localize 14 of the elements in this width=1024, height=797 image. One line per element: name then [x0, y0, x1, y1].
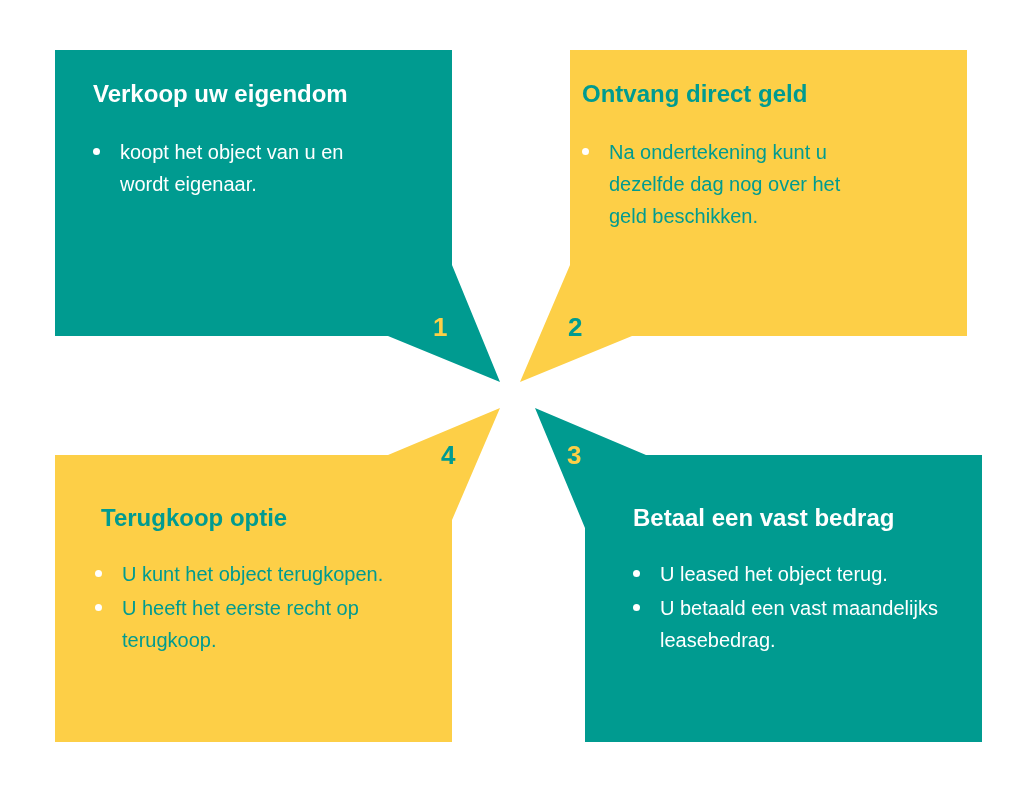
bullet-text: U heeft het eerste recht op terugkoop. — [122, 596, 360, 653]
step-number: 2 — [568, 312, 583, 343]
step-number: 4 — [441, 440, 456, 471]
bullet-text: koopt het object van u en wordt eigenaar. — [120, 140, 345, 197]
bullet-text: U betaald een vast maandelijks leasebedrag. — [660, 596, 939, 653]
bullet-text: U leased het object terug. — [660, 562, 888, 587]
heading: Verkoop uw eigendom — [93, 80, 348, 108]
heading: Ontvang direct geld — [582, 80, 808, 108]
step-number: 1 — [433, 312, 448, 343]
heading: Betaal een vast bedrag — [633, 504, 895, 532]
bullet-text: Na ondertekening kunt u dezelfde dag nog over het geld beschikken. — [609, 140, 842, 229]
step-number: 3 — [567, 440, 582, 471]
heading: Terugkoop optie — [101, 504, 288, 532]
bullet-text: U kunt het object terugkopen. — [122, 562, 384, 587]
